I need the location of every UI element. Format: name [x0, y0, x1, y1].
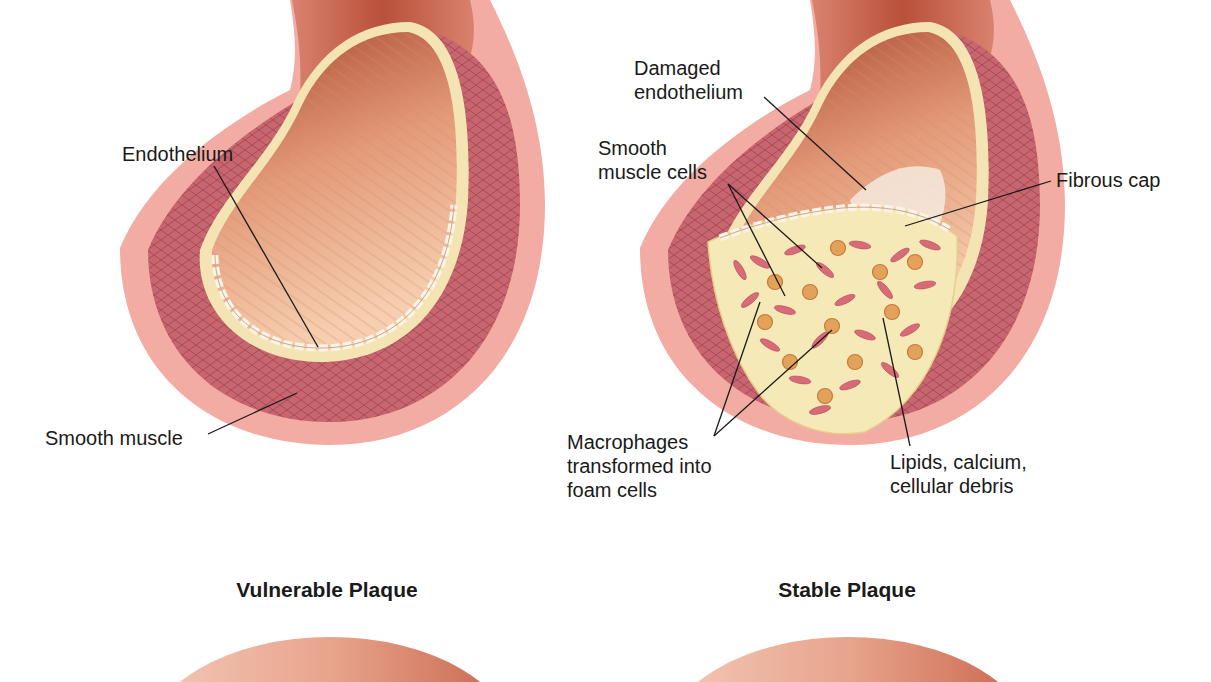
- artery-outer-wall: [120, 0, 545, 445]
- endothelial-cells: [215, 205, 454, 348]
- panel-heading: Stable Plaque: [697, 578, 997, 602]
- part-label: Endothelium: [122, 142, 262, 166]
- leader-line: [714, 330, 832, 436]
- leader-line: [208, 393, 297, 434]
- foam-cell: [803, 285, 818, 300]
- panel-heading: Vulnerable Plaque: [177, 578, 477, 602]
- smooth-muscle-cell: [783, 243, 806, 257]
- stable-artery-top: [663, 637, 1033, 682]
- plaque-core: [708, 207, 957, 434]
- smooth-muscle-cell: [739, 290, 760, 310]
- artery-lumen: [212, 32, 457, 350]
- smooth-muscle-cell: [834, 292, 857, 308]
- smooth-muscle-cell: [773, 304, 796, 316]
- endothelium-layer: [200, 22, 469, 362]
- part-label: Macrophages transformed into foam cells: [567, 430, 732, 502]
- leader-line: [764, 97, 866, 190]
- foam-cell: [908, 345, 923, 360]
- foam-cell: [885, 305, 900, 320]
- part-label: Damaged endothelium: [634, 56, 784, 104]
- smooth-muscle-cell: [759, 336, 782, 353]
- leader-line: [214, 166, 318, 347]
- lumen-texture: [212, 32, 457, 350]
- part-label: Lipids, calcium, cellular debris: [890, 450, 1050, 498]
- foam-cell: [758, 315, 773, 330]
- part-label: Fibrous cap: [1056, 168, 1196, 192]
- foam-cell: [908, 255, 923, 270]
- leader-line: [883, 318, 910, 446]
- foam-cell: [831, 241, 846, 256]
- smooth-muscle-cell: [914, 280, 937, 291]
- smooth-muscle-cell: [853, 328, 876, 342]
- smooth-muscle-cell: [731, 259, 748, 282]
- leader-line: [905, 181, 1051, 226]
- smooth-muscle-cell: [879, 360, 900, 380]
- normal-artery: [120, 0, 545, 445]
- foam-cell: [818, 389, 833, 404]
- leader-line: [728, 184, 785, 296]
- part-label: Smooth muscle cells: [598, 136, 723, 184]
- smooth-muscle-cell: [875, 279, 895, 300]
- smooth-muscle-cell: [918, 238, 941, 252]
- smooth-muscle-cell: [789, 375, 812, 386]
- smooth-muscle-cell: [899, 321, 922, 338]
- foam-cell: [825, 319, 840, 334]
- foam-cell: [873, 265, 888, 280]
- smooth-muscle-cell: [849, 240, 872, 251]
- leader-line: [728, 184, 822, 268]
- leader-lines: [208, 97, 1051, 446]
- vulnerable-artery-top: [145, 637, 515, 682]
- part-label: Smooth muscle: [45, 426, 215, 450]
- endothelial-outline: [215, 205, 454, 348]
- smooth-muscle-cell: [838, 378, 861, 392]
- foam-cell: [848, 355, 863, 370]
- smooth-muscle-cell: [808, 404, 831, 416]
- plaque-cells: [731, 238, 941, 416]
